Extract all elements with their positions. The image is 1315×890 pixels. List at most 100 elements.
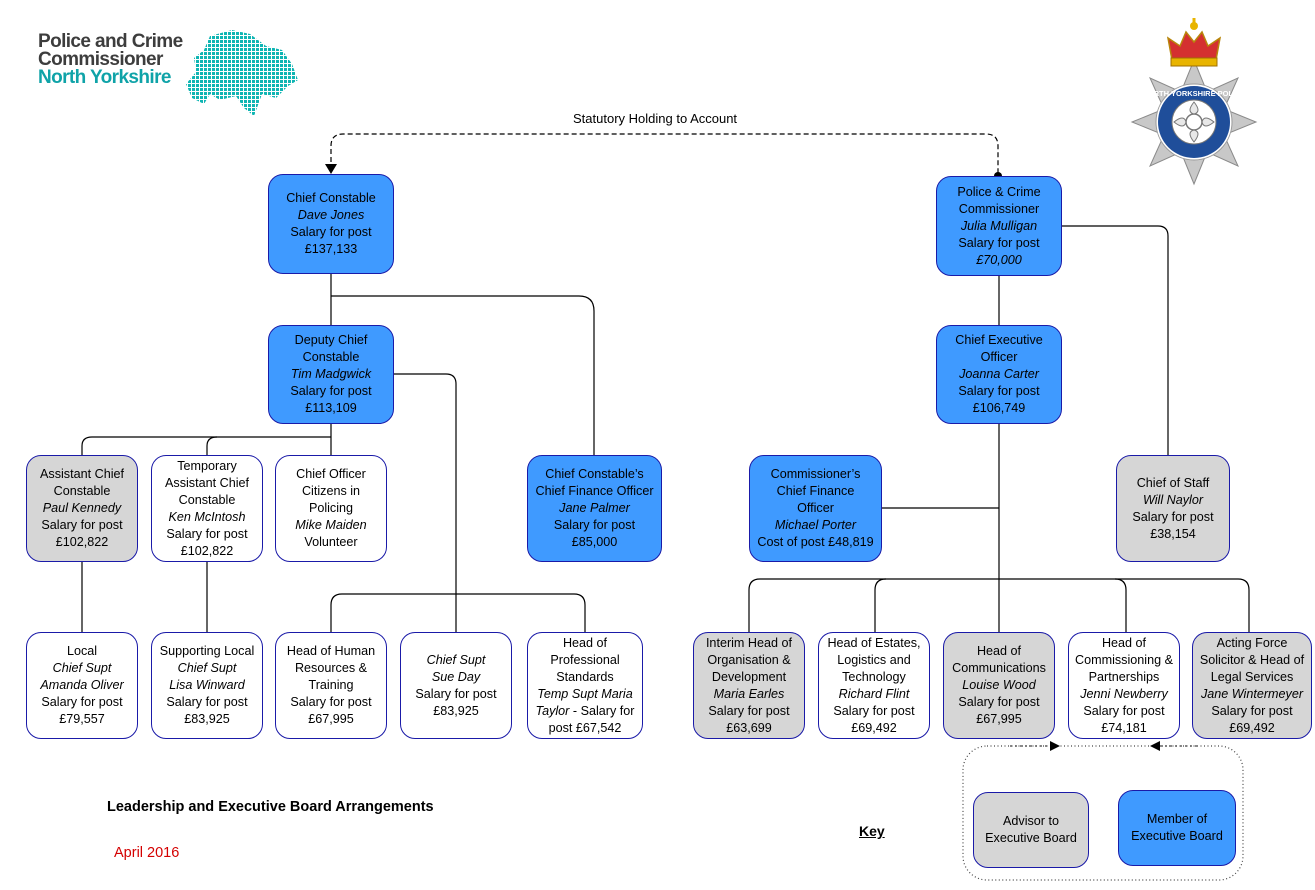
person-name: Louise Wood	[962, 678, 1036, 692]
salary-label: Salary for post	[833, 703, 915, 718]
legend-member: Member of Executive Board	[1118, 790, 1236, 866]
salary-label: Salary for post	[290, 225, 372, 239]
node-head-organisation-development: Interim Head of Organisation & Developme…	[693, 632, 805, 739]
north-yorkshire-map-icon	[186, 30, 298, 116]
person-name: Mike Maiden	[295, 518, 367, 532]
node-deputy-chief-constable: Deputy Chief Constable Tim Madgwick Sala…	[268, 325, 394, 424]
person-name: Michael Porter	[774, 518, 857, 532]
salary: £63,699	[726, 720, 772, 735]
node-chief-executive-officer: Chief Executive Officer Joanna Carter Sa…	[936, 325, 1062, 424]
node-local-chief-supt: Local Chief Supt Amanda Oliver Salary fo…	[26, 632, 138, 739]
node-head-commissioning: Head of Commissioning & Partnerships Jen…	[1068, 632, 1180, 739]
logo-line-3: North Yorkshire	[38, 67, 171, 88]
legend-advisor: Advisor to Executive Board	[973, 792, 1089, 868]
node-chief-supt-sue-day: Chief Supt Sue Day Salary for post £83,9…	[400, 632, 512, 739]
node-commissioner-chief-finance-officer: Commissioner’s Chief Finance Officer Mic…	[749, 455, 882, 562]
salary-label: Salary for post	[1132, 509, 1214, 524]
salary-label: Salary for post	[166, 695, 248, 709]
salary: £113,109	[305, 401, 357, 415]
salary: £67,995	[976, 712, 1022, 726]
salary-label: Salary for post	[41, 695, 123, 709]
diagram-date: April 2016	[114, 845, 180, 861]
role: Police & Crime Commissioner	[957, 184, 1041, 216]
node-supporting-chief-supt: Supporting Local Chief Supt Lisa Winward…	[151, 632, 263, 739]
salary: £102,822	[180, 543, 234, 558]
node-chief-of-staff: Chief of Staff Will Naylor Salary for po…	[1116, 455, 1230, 562]
node-assistant-chief-constable: Assistant Chief Constable Paul Kennedy S…	[26, 455, 138, 562]
salary-label: Salary for post	[1083, 703, 1165, 718]
person-name: Jane Wintermeyer	[1200, 686, 1304, 701]
salary-label: Salary for post	[553, 518, 636, 532]
rank: Chief Supt	[177, 661, 237, 675]
person-name: Amanda Oliver	[40, 678, 124, 692]
role: Head of Professional Standards	[550, 635, 620, 684]
salary: Cost of post £48,819	[757, 535, 874, 549]
salary: £85,000	[571, 535, 618, 549]
salary: £79,557	[59, 712, 105, 726]
node-police-crime-commissioner: Police & Crime Commissioner Julia Mullig…	[936, 176, 1062, 276]
person-name: Temp Supt Maria Taylor	[535, 686, 633, 718]
node-force-solicitor: Acting Force Solicitor & Head of Legal S…	[1192, 632, 1312, 739]
role: Chief Constable	[286, 191, 376, 205]
salary-label: Salary for post	[290, 384, 372, 398]
role: Chief of Staff	[1136, 475, 1210, 490]
person-name: Sue Day	[431, 669, 481, 684]
salary: £69,492	[851, 720, 897, 735]
role: Chief Executive Officer	[955, 333, 1043, 364]
person-name: Tim Madgwick	[290, 367, 372, 381]
salary: £83,925	[184, 712, 230, 726]
salary-label: Salary for post	[958, 384, 1040, 398]
legend-member-label: Member of Executive Board	[1131, 812, 1223, 843]
person-name: Richard Flint	[838, 686, 910, 701]
salary: £83,925	[433, 703, 479, 718]
logo-line-1: Police and Crime	[38, 31, 183, 52]
salary: post £67,542	[548, 720, 622, 735]
role: Assistant Chief Constable	[40, 467, 124, 498]
node-head-communications: Head of Communications Louise Wood Salar…	[943, 632, 1055, 739]
salary: £38,154	[1150, 526, 1196, 541]
person-name: Lisa Winward	[169, 678, 245, 692]
node-chief-officer-citizens: Chief Officer Citizens in Policing Mike …	[275, 455, 387, 562]
rank: Chief Supt	[426, 652, 486, 667]
person-salary: Temp Supt Maria Taylor - Salary for	[531, 686, 639, 720]
salary: £102,822	[55, 535, 109, 549]
statutory-caption: Statutory Holding to Account	[573, 111, 738, 126]
police-crest-icon: NORTH YORKSHIRE POLICE	[1130, 18, 1258, 186]
node-temporary-acc: Temporary Assistant Chief Constable Ken …	[151, 455, 263, 562]
role: Supporting Local	[159, 644, 255, 658]
role: Head of Estates, Logistics and Technolog…	[827, 635, 921, 684]
pcc-logo: Police and Crime Commissioner North York…	[38, 31, 183, 88]
salary-label: Salary for post	[1211, 703, 1293, 718]
salary-label: Salary for post	[290, 695, 372, 709]
node-head-estates: Head of Estates, Logistics and Technolog…	[818, 632, 930, 739]
extra: Volunteer	[304, 535, 358, 549]
salary-suffix: - Salary for	[569, 703, 635, 718]
role: Deputy Chief Constable	[294, 333, 368, 364]
badge-text: NORTH YORKSHIRE POLICE	[1142, 89, 1245, 98]
role: Head of Commissioning & Partnerships	[1075, 635, 1173, 684]
person-name: Jane Palmer	[559, 501, 630, 515]
person-name: Paul Kennedy	[42, 501, 122, 515]
role: Head of Human Resources & Training	[286, 644, 376, 692]
key-label: Key	[859, 823, 885, 839]
person-name: Will Naylor	[1142, 492, 1204, 507]
person-name: Maria Earles	[713, 686, 785, 701]
salary-label: Salary for post	[415, 686, 497, 701]
salary: £69,492	[1229, 720, 1275, 735]
person-name: Jenni Newberry	[1080, 686, 1168, 701]
node-head-human-resources: Head of Human Resources & Training Salar…	[275, 632, 387, 739]
node-chief-constable: Chief Constable Dave Jones Salary for po…	[268, 174, 394, 274]
salary: £67,995	[308, 712, 354, 726]
diagram-title: Leadership and Executive Board Arrangeme…	[107, 799, 434, 815]
rank: Chief Supt	[52, 661, 112, 675]
salary: £137,133	[304, 242, 358, 256]
role: Chief Officer Citizens in Policing	[296, 467, 366, 515]
role: Head of Communications	[952, 644, 1046, 675]
salary: £106,749	[972, 401, 1026, 415]
salary-label: Salary for post	[958, 235, 1040, 250]
salary-label: Salary for post	[166, 526, 248, 541]
salary-label: Salary for post	[958, 695, 1040, 709]
person-name: Dave Jones	[297, 208, 365, 222]
role: Chief Constable’s Chief Finance Officer	[535, 467, 654, 498]
